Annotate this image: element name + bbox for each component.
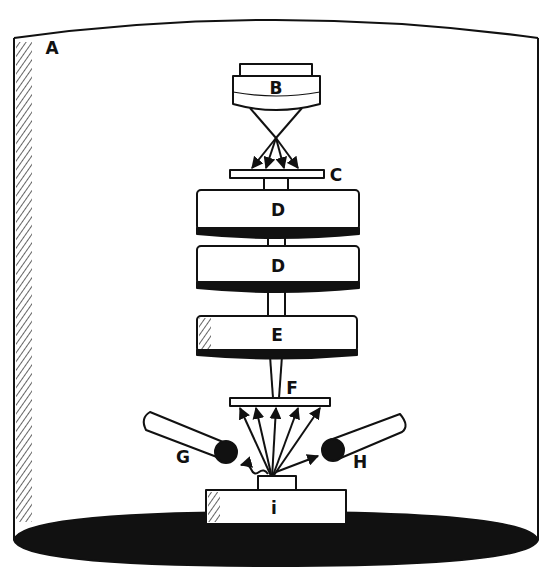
part-letter: C [330,167,342,184]
part-letter: H [353,454,367,471]
part-letter: A [45,40,58,57]
part-letter: i [271,500,277,517]
part-letter: D [271,202,285,219]
part-letter: D [271,258,285,275]
part-letter: F [286,380,298,397]
part-letter: B [270,80,283,97]
part-letter: E [271,327,283,344]
part-letter: G [176,449,190,466]
